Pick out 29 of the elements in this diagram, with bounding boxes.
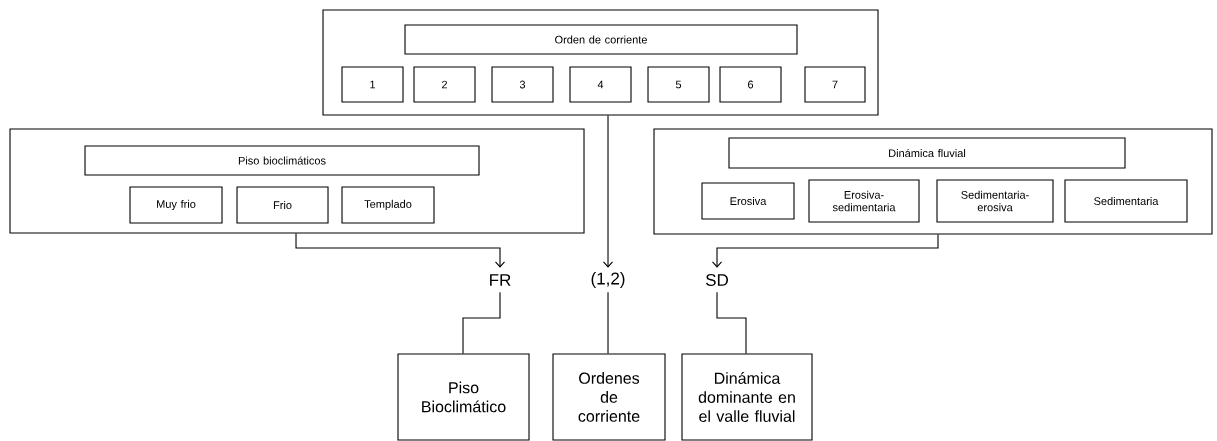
code-text: FR [490,274,511,286]
result-box: Piso Bioclimático [397,353,530,441]
category-box: 2 [413,66,476,103]
category-box: 5 [647,66,710,103]
category-box: Templado [341,186,435,224]
result-box: Ordenes de corriente [552,353,666,441]
category-box: Orden de corriente [404,24,798,55]
category-box: 6 [719,66,782,103]
group-box [9,128,585,234]
category-box: Sedimentaria [1064,179,1188,223]
category-box: Frio [236,186,329,224]
category-box: 3 [491,66,554,103]
category-box: Muy frio [129,186,223,224]
category-box: 4 [569,66,632,103]
category-box: Piso bioclimáticos [84,145,480,176]
connector-arrow [711,234,939,268]
connector-arrow [602,115,614,268]
category-box: Erosiva [701,182,795,220]
category-box: Sedimentaria- erosiva [936,179,1054,223]
code-text: SD [705,273,728,286]
category-box: 1 [341,66,404,103]
category-box: Dinámica fluvial [728,137,1126,169]
code-text: (1,2) [591,272,625,288]
category-box: Erosiva- sedimentaria [808,179,920,223]
connector-arrow [295,233,506,268]
group-box [322,9,879,116]
category-box: 7 [804,66,866,103]
group-box [653,128,1213,235]
result-box: Dinámica dominante en el valle fluvial [681,353,813,441]
